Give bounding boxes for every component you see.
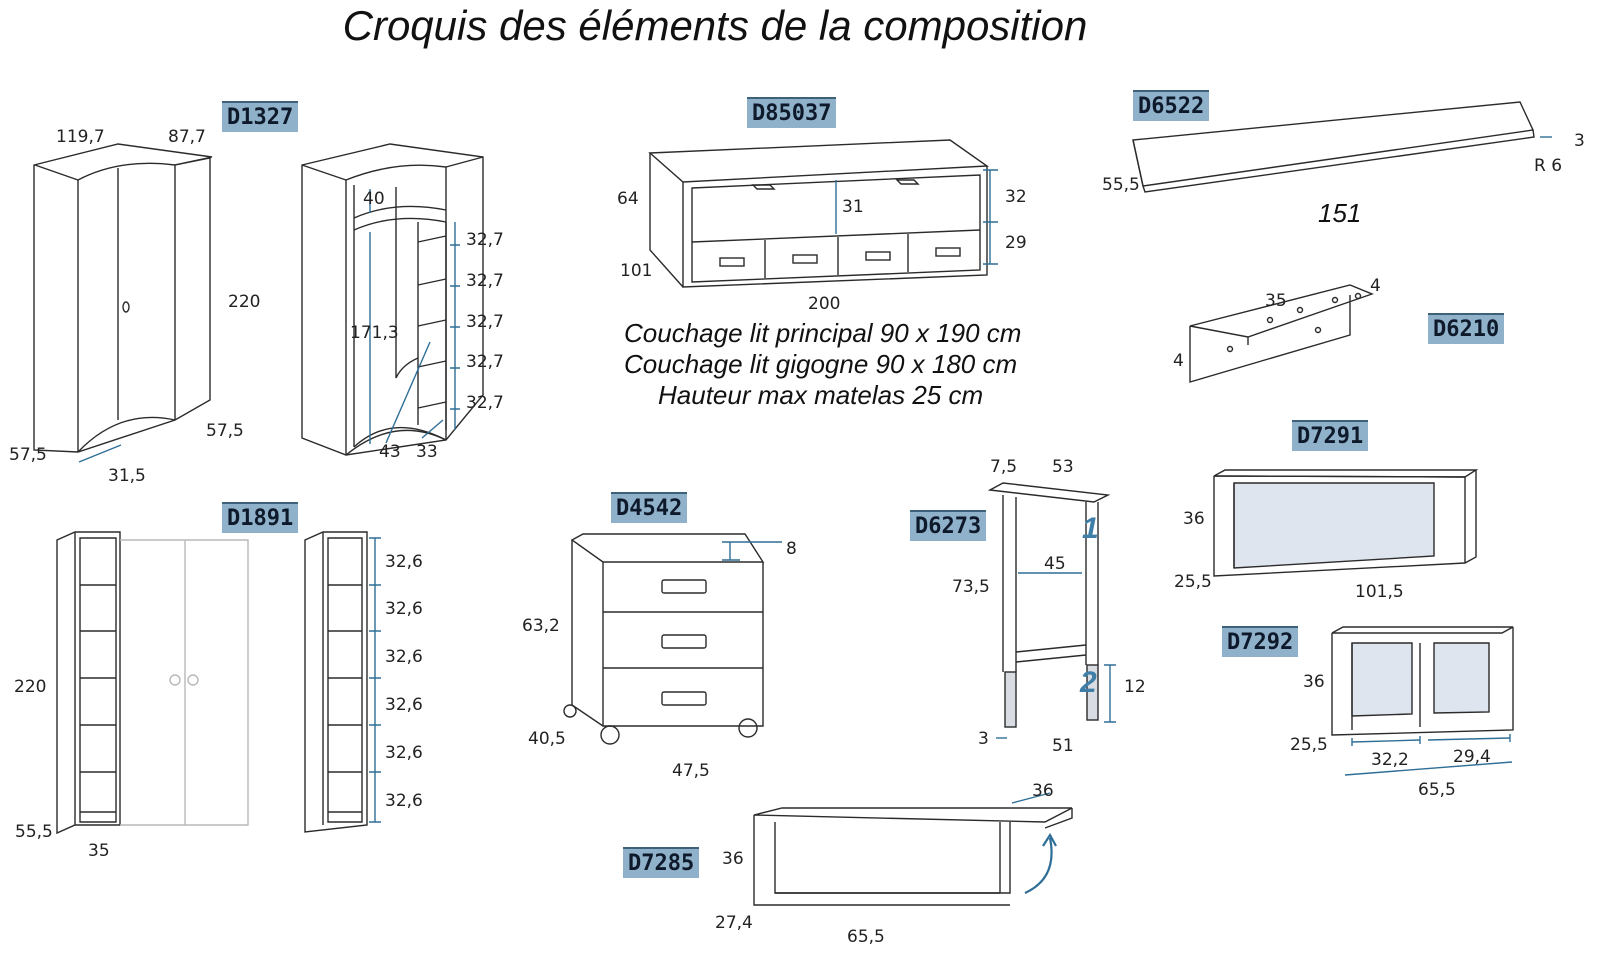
ref-badge-d7291: D7291	[1292, 420, 1369, 451]
d4542-dim-top-lip: 8	[786, 539, 797, 559]
ref-badge-d6273: D6273	[910, 510, 987, 541]
d1891-dim-shelf-2: 32,6	[385, 599, 423, 619]
d85037-note-main-bed: Couchage lit principal 90 x 190 cm	[624, 318, 1022, 348]
d6273-step-1-label: 1	[1082, 512, 1099, 545]
d7292-dim-height: 36	[1303, 672, 1325, 692]
d1327-dim-depth: 87,7	[168, 127, 206, 147]
d1891-tall-unit-drawing	[56, 531, 249, 835]
d1327-closed-wardrobe-drawing	[33, 143, 213, 463]
d6273-dim-height: 73,5	[952, 577, 990, 597]
d1891-dim-shelf-6: 32,6	[385, 791, 423, 811]
d85037-dim-upper: 32	[1005, 187, 1027, 207]
d1891-dim-depth: 55,5	[15, 822, 53, 842]
d85037-dim-length: 200	[808, 294, 841, 314]
d6522-board-drawing	[1132, 101, 1552, 193]
d1891-dim-height: 220	[14, 677, 47, 697]
d1891-dim-shelf-5: 32,6	[385, 743, 423, 763]
d1327-dim-door-width: 31,5	[108, 466, 146, 486]
d6522-dim-depth: 55,5	[1102, 175, 1140, 195]
d7292-dim-left-bay: 32,2	[1371, 750, 1409, 770]
ref-badge-d6522: D6522	[1133, 90, 1210, 121]
d7285-top-shelf-drawing	[753, 792, 1073, 906]
d1891-dim-shelf-1: 32,6	[385, 552, 423, 572]
d7291-shelf-drawing	[1213, 469, 1479, 577]
d1327-dim-height: 220	[228, 292, 261, 312]
d7285-dim-depth: 36	[1032, 781, 1054, 801]
d6210-bracket-drawing	[1189, 284, 1374, 383]
d1327-open-wardrobe-drawing	[301, 143, 484, 456]
d1891-dim-width: 35	[88, 841, 110, 861]
d6522-dim-thickness: 3	[1574, 131, 1585, 151]
d7291-dim-depth: 25,5	[1174, 572, 1212, 592]
d85037-note-mattress: Hauteur max matelas 25 cm	[658, 380, 984, 410]
d6273-dim-base-depth: 51	[1052, 736, 1074, 756]
d7292-dim-depth: 25,5	[1290, 735, 1328, 755]
ref-badge-d85037: D85037	[747, 97, 837, 128]
d4542-dim-height: 63,2	[522, 616, 560, 636]
d6273-dim-depth: 53	[1052, 457, 1074, 477]
d6210-dim-width: 4	[1370, 276, 1381, 296]
d1327-dim-shelf-2: 32,7	[466, 271, 504, 291]
d7292-shelf-drawing	[1331, 626, 1514, 776]
d6273-desk-frame-drawing	[987, 482, 1116, 739]
d7285-dim-height: 36	[722, 849, 744, 869]
d4542-dim-width: 47,5	[672, 761, 710, 781]
d1891-dim-shelf-3: 32,6	[385, 647, 423, 667]
page-title: Croquis des éléments de la composition	[342, 2, 1088, 49]
d1327-dim-width: 119,7	[56, 127, 105, 147]
ref-badge-d7292: D7292	[1222, 626, 1299, 657]
d1891-side-elevation-drawing	[304, 531, 381, 833]
d1327-dim-top-niche: 40	[363, 189, 385, 209]
d6522-dim-radius: R 6	[1534, 156, 1563, 176]
d1327-dim-shelf-1: 32,7	[466, 230, 504, 250]
d7292-dim-width: 65,5	[1418, 780, 1456, 800]
d85037-dim-lower: 29	[1005, 233, 1027, 253]
d6210-dim-length: 35	[1265, 291, 1287, 311]
d1327-dim-shelf-3: 32,7	[466, 312, 504, 332]
d6273-dim-leg-size: 3	[978, 729, 989, 749]
d6273-dim-leg-adjust: 12	[1124, 677, 1146, 697]
d85037-note-trundle-bed: Couchage lit gigogne 90 x 180 cm	[624, 349, 1018, 379]
d7292-dim-right-bay: 29,4	[1453, 747, 1491, 767]
d7285-dim-width: 65,5	[847, 927, 885, 947]
d6273-dim-offset: 7,5	[990, 457, 1018, 477]
d6522-dim-length: 151	[1318, 198, 1362, 228]
ref-badge-d6210: D6210	[1428, 313, 1505, 344]
d7291-dim-height: 36	[1183, 509, 1205, 529]
d7285-dim-side-depth: 27,4	[715, 913, 753, 933]
d1891-dim-shelf-4: 32,6	[385, 695, 423, 715]
d7291-dim-width: 101,5	[1355, 582, 1404, 602]
d85037-dim-inner-height: 31	[842, 197, 864, 217]
d1327-dim-shelf-depth: 33	[416, 442, 438, 462]
d1327-dim-inner-width: 43	[379, 442, 401, 462]
d1327-dim-shelf-5: 32,7	[466, 393, 504, 413]
d1327-dim-left-side: 57,5	[9, 445, 47, 465]
ref-badge-d1327: D1327	[222, 101, 299, 132]
d4542-drawer-unit-drawing	[563, 533, 782, 745]
d85037-bed-drawing	[648, 139, 998, 288]
d85037-dim-depth: 101	[620, 261, 653, 281]
d4542-dim-depth: 40,5	[528, 729, 566, 749]
d85037-dim-height: 64	[617, 189, 639, 209]
ref-badge-d1891: D1891	[222, 502, 299, 533]
d1327-dim-right-side: 57,5	[206, 421, 244, 441]
d6210-dim-height: 4	[1173, 351, 1184, 371]
d6273-step-2-label: 2	[1080, 666, 1097, 699]
ref-badge-d7285: D7285	[623, 847, 700, 878]
ref-badge-d4542: D4542	[611, 492, 688, 523]
d1327-dim-hanging-height: 171,3	[350, 323, 399, 343]
d1327-dim-shelf-4: 32,7	[466, 352, 504, 372]
d6273-dim-inner-width: 45	[1044, 554, 1066, 574]
